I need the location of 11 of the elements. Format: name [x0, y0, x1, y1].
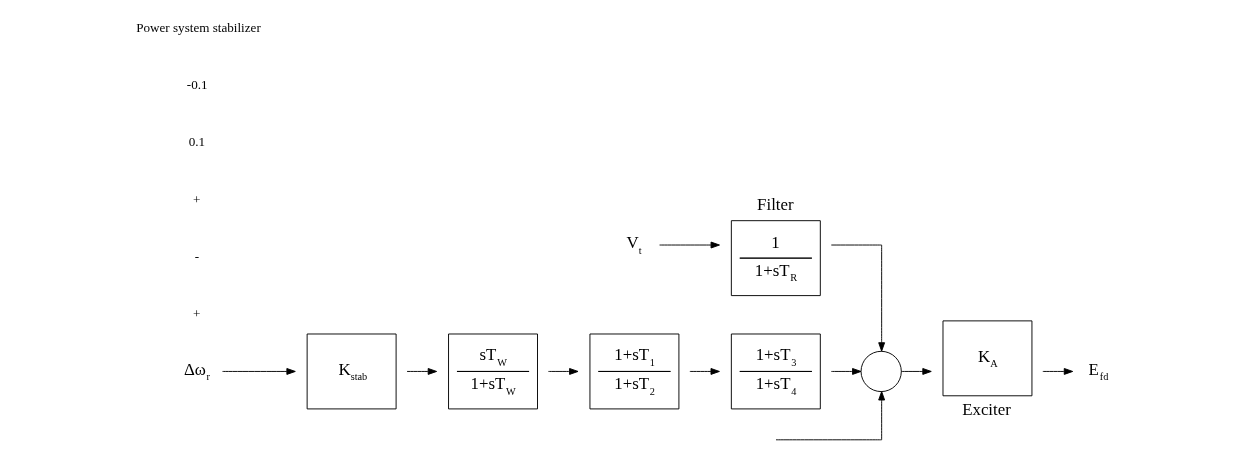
node-label: Filter — [756, 194, 794, 214]
label: - — [194, 248, 199, 264]
node-text: V$_{t}$ — [625, 233, 642, 256]
node-text: Δω$_{r}$ — [183, 359, 210, 383]
node-label: Exciter — [961, 399, 1011, 419]
label: + — [192, 305, 200, 321]
label: Power system stabilizer — [135, 20, 261, 36]
node-text: E$_{fd}$ — [1088, 359, 1108, 383]
label: -0.1 — [186, 77, 208, 93]
label: + — [192, 191, 200, 207]
label: 0.1 — [188, 134, 205, 150]
